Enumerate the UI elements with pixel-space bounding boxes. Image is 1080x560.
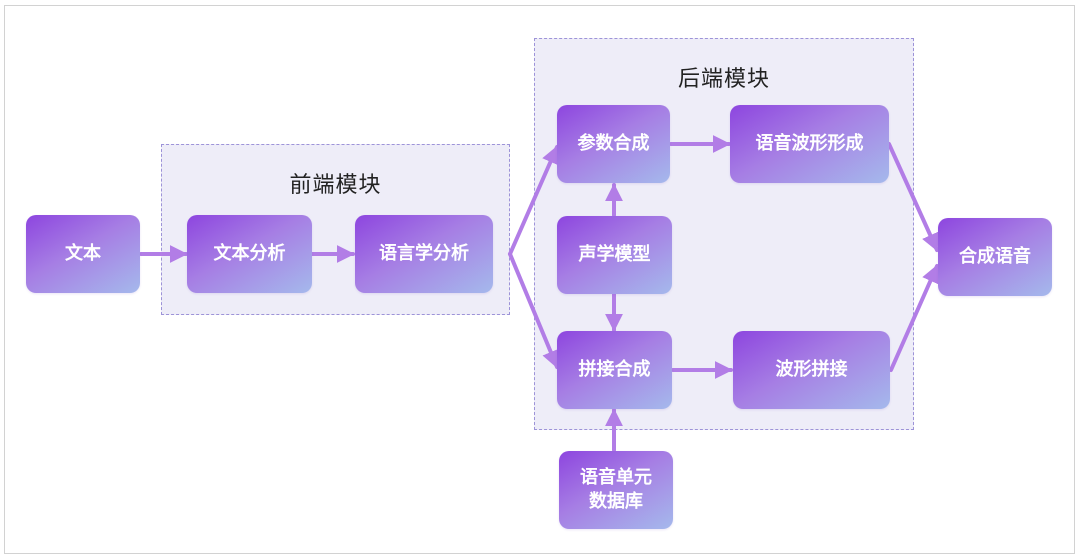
node-text: 文本 <box>26 215 140 293</box>
unit-db-line2: 数据库 <box>589 491 643 512</box>
node-unit-database: 语音单元 数据库 <box>559 451 673 529</box>
frontend-module-title: 前端模块 <box>289 173 382 198</box>
backend-module-title: 后端模块 <box>677 67 770 92</box>
node-waveform-concat: 波形拼接 <box>733 331 890 409</box>
arrow-waveform-gen-to-output <box>887 142 939 252</box>
node-param-synthesis: 参数合成 <box>557 105 670 183</box>
node-acoustic-model: 声学模型 <box>557 216 672 294</box>
node-concat-synthesis: 拼接合成 <box>557 331 672 409</box>
node-waveform-generation: 语音波形形成 <box>730 105 889 183</box>
node-output-speech: 合成语音 <box>938 218 1052 296</box>
arrow-linguistic-to-concat <box>508 252 560 369</box>
arrow-linguistic-to-param <box>508 145 559 256</box>
node-linguistic-analysis: 语言学分析 <box>355 215 493 293</box>
node-text-analysis: 文本分析 <box>187 215 312 293</box>
unit-db-line1: 语音单元 <box>580 467 652 488</box>
arrow-waveform-concat-to-output <box>889 264 939 372</box>
